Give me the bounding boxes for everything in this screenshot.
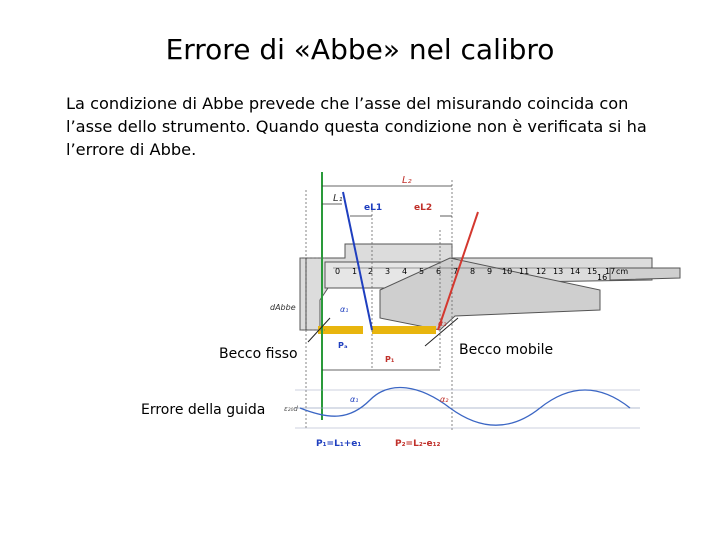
scale-4: 4: [402, 267, 407, 276]
scale-0: 0: [335, 267, 340, 276]
label-eL1: eL1: [364, 203, 382, 213]
scale-14: 14: [570, 267, 580, 276]
scale-12: 12: [536, 267, 546, 276]
label-L1: L₁: [333, 193, 343, 204]
scale-7: 7: [453, 267, 458, 276]
graph-alpha1: α₁: [350, 395, 358, 404]
label-d-abbe: dAbbe: [270, 303, 296, 312]
label-L2: L₂: [402, 175, 412, 186]
red-tilt-line: [437, 211, 479, 331]
pointer-arrows: [307, 317, 459, 347]
label-eL2: eL2: [414, 203, 432, 213]
scale-1: 1: [352, 267, 357, 276]
label-alpha2: α₂: [438, 319, 447, 328]
scale-unit: cm: [616, 267, 628, 276]
scale-13: 13: [553, 267, 563, 276]
equation-p2: P₂=L₂-e₁₂: [395, 439, 441, 449]
label-alpha1: α₁: [340, 305, 348, 314]
caliper-illustration: [299, 243, 681, 331]
scale-16: 16: [597, 273, 607, 282]
scale-11: 11: [519, 267, 529, 276]
scale-9: 9: [487, 267, 492, 276]
scale-8: 8: [470, 267, 475, 276]
scale-2: 2: [368, 267, 373, 276]
slide-title: Errore di «Abbe» nel calibro: [165, 33, 555, 66]
gold-bar-left: [318, 326, 363, 334]
label-becco-mobile: Becco mobile: [459, 342, 554, 358]
label-becco-fisso: Becco fisso: [219, 346, 298, 362]
label-pa: Pₐ: [338, 341, 348, 350]
slide-body-text: La condizione di Abbe prevede che l’asse…: [66, 94, 647, 159]
label-errore-guida: Errore della guida: [141, 402, 266, 418]
scale-10: 10: [502, 267, 512, 276]
scale-3: 3: [385, 267, 390, 276]
blue-tilt-line: [342, 191, 373, 331]
guide-error-graph: ε₂₀d α₁ α₂: [284, 386, 640, 429]
scale-17: 17: [605, 267, 615, 276]
dimension-lines: [305, 185, 452, 371]
gold-bar-right: [372, 326, 436, 334]
scale-6: 6: [436, 267, 441, 276]
equation-p1: P₁=L₁+e₁: [316, 439, 361, 449]
label-e-aod: ε₂₀d: [284, 405, 298, 413]
graph-alpha2: α₂: [440, 395, 449, 404]
scale-numbers: 0 1 2 3 4 5 6 7 8 9 10 11 12 13 14 15 16…: [335, 267, 628, 282]
guide-error-curve: [299, 386, 631, 426]
scale-5: 5: [419, 267, 424, 276]
label-p1: P₁: [385, 355, 395, 364]
scale-15: 15: [587, 267, 597, 276]
